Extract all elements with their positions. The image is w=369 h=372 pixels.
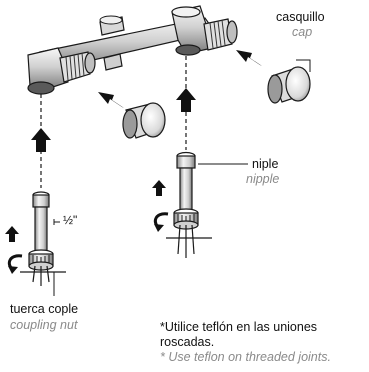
half-inch-label: ½" xyxy=(63,213,78,227)
arrow-up-left xyxy=(31,128,51,152)
valve-body xyxy=(27,5,238,95)
arrow-cap-right xyxy=(236,50,262,66)
arrow-up-nut-right xyxy=(152,180,166,196)
coupling-nut-right xyxy=(166,208,212,258)
cap-left xyxy=(122,102,166,139)
coupling-nut-label-en: coupling nut xyxy=(10,318,78,332)
arrow-up-right xyxy=(176,88,196,112)
nipple-label-es: niple xyxy=(252,157,279,171)
nipple-label-en: nipple xyxy=(246,172,280,186)
teflon-note-line2: roscadas. xyxy=(160,335,215,349)
leader-lines xyxy=(53,59,311,296)
guide-lines xyxy=(40,56,187,188)
cap-leader xyxy=(296,59,311,72)
half-inch-leader xyxy=(53,219,60,225)
coupling-nut-label-es: tuerca cople xyxy=(10,302,79,316)
nipple-left xyxy=(32,191,50,254)
cap-label-en: cap xyxy=(292,25,313,39)
teflon-note-line1: *Utilice teflón en las uniones xyxy=(160,320,318,334)
cap-right xyxy=(267,66,311,104)
center-fitting xyxy=(103,53,123,71)
nipple-right xyxy=(176,151,196,213)
arrows xyxy=(5,50,262,242)
arrow-cap-left xyxy=(98,92,124,108)
teflon-note-en: * Use teflon on threaded joints. xyxy=(160,350,331,364)
arrow-up-nut-left xyxy=(5,226,19,242)
coupling-nut-left xyxy=(20,249,66,286)
cap-label-es: casquillo xyxy=(276,10,325,24)
